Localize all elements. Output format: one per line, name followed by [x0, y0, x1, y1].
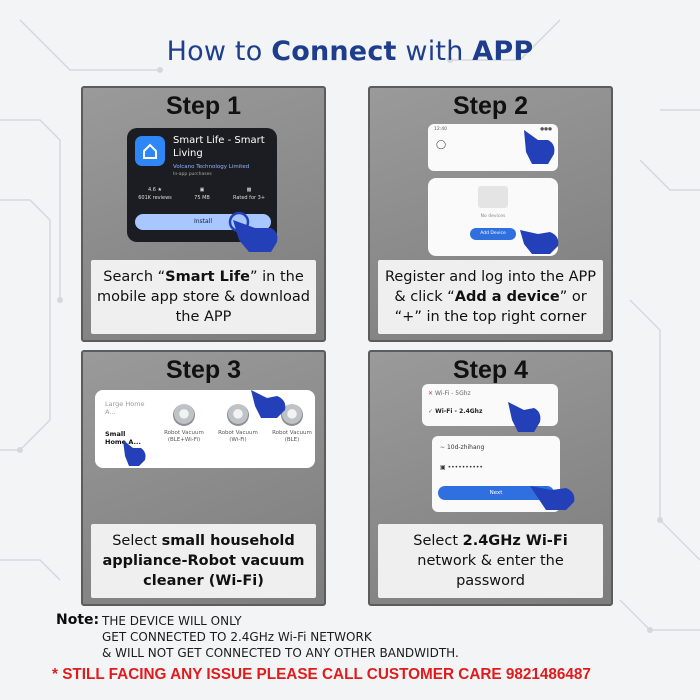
no-devices-text: No devices — [480, 214, 506, 219]
wifi-option-5ghz[interactable]: ✕ Wi-Fi - 5Ghz — [428, 390, 471, 397]
note-line-2: GET CONNECTED TO 2.4GHz Wi-Fi NETWORK — [102, 630, 372, 644]
app-name: Smart Life - Smart Living — [173, 135, 265, 159]
customer-care-notice: * STILL FACING ANY ISSUE PLEASE CALL CUS… — [52, 666, 591, 683]
next-button[interactable]: Next — [438, 486, 554, 500]
app-iap: In-app purchases — [173, 172, 212, 177]
step-1-title: Step 1 — [165, 92, 242, 120]
step-4-title: Step 4 — [452, 356, 529, 384]
pointing-hand-icon — [251, 390, 286, 418]
robot-vacuum-icon[interactable] — [173, 404, 195, 426]
step-4-card: Step 4 ✕ Wi-Fi - 5Ghz ✓ Wi-Fi - 2.4Ghz ∼… — [368, 350, 613, 606]
step-1-card: Step 1 Smart Life - Smart Living Volcano… — [81, 86, 326, 342]
note-line-1: THE DEVICE WILL ONLY — [102, 614, 242, 628]
app-age: ▩Rated for 3+ — [232, 187, 266, 201]
robot-vacuum-icon[interactable] — [227, 404, 249, 426]
pointing-hand-icon — [228, 211, 278, 252]
robot-vacuum-label: Robot Vacuum (Wi-Fi) — [218, 430, 258, 443]
status-bar: 12:40●●● — [434, 127, 552, 132]
empty-box-icon — [478, 186, 508, 208]
step-3-card: Step 3 Large Home A... Small Home A... R… — [81, 350, 326, 606]
robot-vacuum-label: Robot Vacuum (BLE+Wi-Fi) — [164, 430, 204, 443]
user-icon[interactable]: ◯ — [436, 140, 447, 150]
add-device-button[interactable]: Add Device — [470, 228, 516, 240]
pointing-hand-icon — [123, 440, 146, 466]
step-2-card: Step 2 12:40●●● ◯ + No devices Add Devic… — [368, 86, 613, 342]
pointing-hand-icon — [524, 130, 555, 164]
app-size: ▣75 MB — [194, 187, 210, 201]
step-2-caption: Register and log into the APP & click “A… — [378, 260, 603, 334]
app-rating: 4.6 ★601K reviews — [138, 187, 172, 201]
wifi-option-24ghz[interactable]: ✓ Wi-Fi - 2.4Ghz — [428, 408, 483, 415]
wifi-ssid-field[interactable]: ∼ 10d-zhihang — [440, 444, 485, 451]
category-small-home[interactable]: Small Home A... — [105, 430, 141, 446]
category-large-home[interactable]: Large Home A... — [105, 400, 145, 416]
robot-vacuum-label: Robot Vacuum (BLE) — [272, 430, 312, 443]
step-3-title: Step 3 — [165, 356, 242, 384]
step-3-caption: Select small household appliance-Robot v… — [91, 524, 316, 598]
step-1-caption: Search “Smart Life” in the mobile app st… — [91, 260, 316, 334]
pointing-hand-icon — [508, 402, 541, 432]
step-2-title: Step 2 — [452, 92, 529, 120]
app-store-listing: Smart Life - Smart Living Volcano Techno… — [127, 128, 277, 242]
page-title: How to Connect with APP — [166, 36, 534, 67]
smart-life-app-icon — [135, 136, 165, 166]
note-label: Note: — [56, 612, 100, 628]
pointing-hand-icon — [520, 230, 559, 254]
app-developer: Volcano Technology Limited — [173, 164, 250, 170]
step-4-caption: Select 2.4GHz Wi-Fi network & enter the … — [378, 524, 603, 598]
wifi-password-panel: ∼ 10d-zhihang ▣ •••••••••• Next — [432, 436, 560, 512]
robot-vacuum-icon[interactable] — [281, 404, 303, 426]
pointing-hand-icon — [530, 486, 575, 510]
note-line-3: & WILL NOT GET CONNECTED TO ANY OTHER BA… — [102, 646, 459, 660]
wifi-password-field[interactable]: ▣ •••••••••• — [440, 464, 483, 471]
compatibility-note: Note: THE DEVICE WILL ONLY GET CONNECTED… — [56, 612, 576, 662]
app-stats: 4.6 ★601K reviews ▣75 MB ▩Rated for 3+ — [135, 186, 269, 202]
